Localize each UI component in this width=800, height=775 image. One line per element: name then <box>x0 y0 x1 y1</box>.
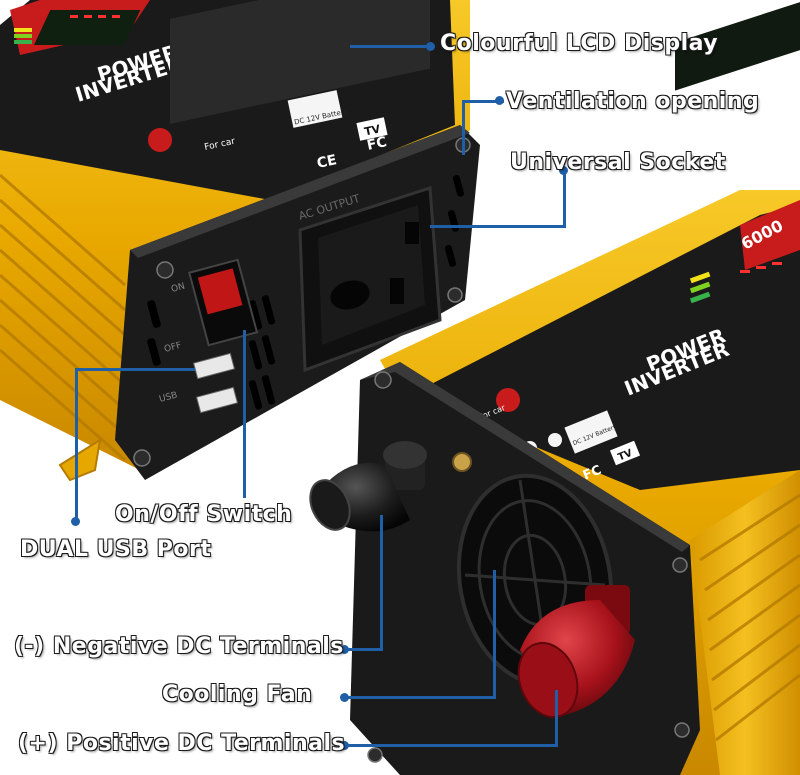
left-usb-label: USB <box>158 390 178 404</box>
left-vent-slots <box>147 175 465 410</box>
positive-dc-terminal <box>517 585 635 718</box>
right-label-tv: TV <box>616 448 634 464</box>
callout-cooling-fan: Cooling Fan <box>161 681 313 707</box>
callout-onoff-switch: On/Off Switch <box>114 501 293 527</box>
negative-dc-terminal <box>309 441 427 532</box>
left-inverter-unit: POWER INVERTER DC 12V Battery For car CE… <box>0 0 480 482</box>
callout-negative-dc-terminals: (-) Negative DC Terminals <box>13 633 344 659</box>
right-inverter-unit: 6000 POWER INVERTER DC 12V Battery For c… <box>309 2 800 775</box>
callout-universal-socket: Universal Socket <box>509 149 726 175</box>
callout-ventilation-opening: Ventilation opening <box>505 88 760 114</box>
left-lcd-segments <box>70 15 120 18</box>
right-label-fc: FC <box>581 463 604 484</box>
callout-positive-dc-terminals: (+) Positive DC Terminals <box>17 730 346 756</box>
left-label-ce: CE <box>316 152 339 172</box>
left-label-fc: FC <box>366 134 389 154</box>
right-panel-screws <box>367 371 690 763</box>
left-lcd-level-bars <box>14 28 32 44</box>
callout-dual-usb-port: DUAL USB Port <box>19 536 212 562</box>
left-label-tv: TV <box>363 122 382 138</box>
left-usb-ports <box>192 352 239 414</box>
right-lcd-level-bars <box>689 271 711 304</box>
left-switch-off-label: OFF <box>163 341 182 355</box>
left-switch-on-label: ON <box>170 282 186 295</box>
callout-lcd-display: Colourful LCD Display <box>439 30 719 56</box>
